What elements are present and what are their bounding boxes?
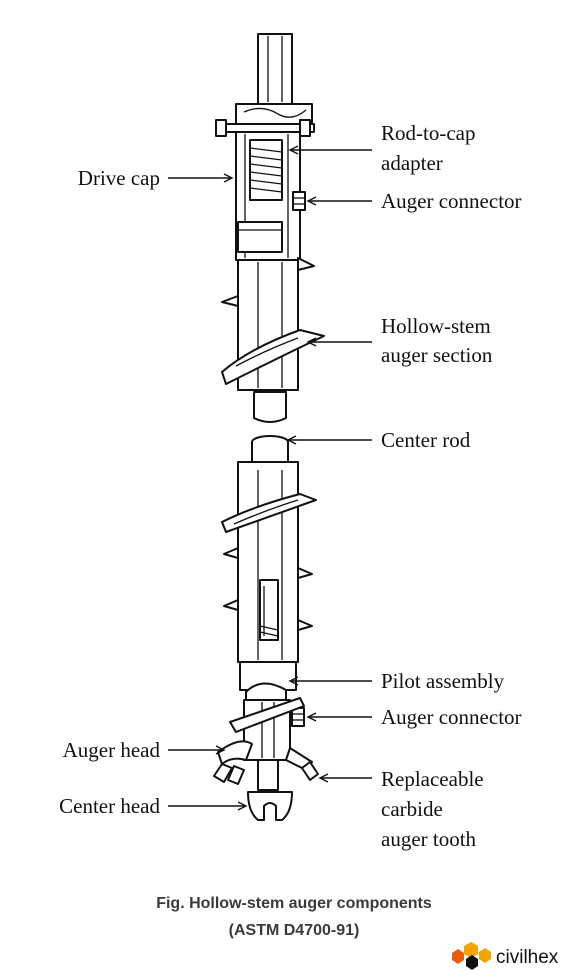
auger-connector-bolt-top [292, 191, 306, 211]
label-center-rod: Center rod [381, 428, 471, 452]
label-hollow-stem-line1: Hollow-stem [381, 314, 491, 338]
label-hollow-stem-line2: auger section [381, 343, 493, 367]
label-auger-head: Auger head [63, 738, 161, 762]
label-replaceable-line2: carbide [381, 797, 443, 821]
label-replaceable-line1: Replaceable [381, 767, 484, 791]
carbide-auger-teeth [213, 761, 319, 785]
label-auger-connector-top: Auger connector [381, 189, 522, 213]
lower-auger-assembly [213, 435, 319, 821]
auger-connector-bolt-bottom [291, 707, 305, 727]
auger-head [217, 697, 313, 771]
brand-hexagon-yellow-2 [479, 948, 491, 963]
rod-to-cap-adapter [249, 139, 283, 201]
hollow-stem-auger-section [221, 257, 325, 423]
label-pilot-assembly: Pilot assembly [381, 669, 505, 693]
brand-name: civilhex [496, 947, 559, 968]
label-rod-to-cap-line2: adapter [381, 151, 443, 175]
label-auger-connector-bottom: Auger connector [381, 705, 522, 729]
labels: Drive cap Rod-to-cap adapter Auger conne… [59, 121, 521, 851]
civilhex-logo: civilhex [452, 942, 559, 970]
drive-cap [215, 103, 315, 261]
upper-auger-assembly [215, 33, 325, 423]
caption-line1: Fig. Hollow-stem auger components [156, 895, 432, 912]
brand-hexagon-yellow [464, 942, 478, 958]
label-replaceable-line3: auger tooth [381, 827, 477, 851]
drive-rod [257, 33, 293, 105]
label-rod-to-cap-line1: Rod-to-cap [381, 121, 475, 145]
caption-line2: (ASTM D4700-91) [229, 922, 360, 939]
label-drive-cap: Drive cap [78, 166, 160, 190]
center-head [247, 759, 293, 821]
pilot-assembly [239, 661, 297, 701]
leader-lines [168, 145, 372, 811]
brand-hexagon-orange [452, 949, 464, 964]
label-center-head: Center head [59, 794, 160, 818]
figure-caption: Fig. Hollow-stem auger components (ASTM … [156, 895, 432, 939]
brand-hexagon-black [466, 955, 478, 970]
